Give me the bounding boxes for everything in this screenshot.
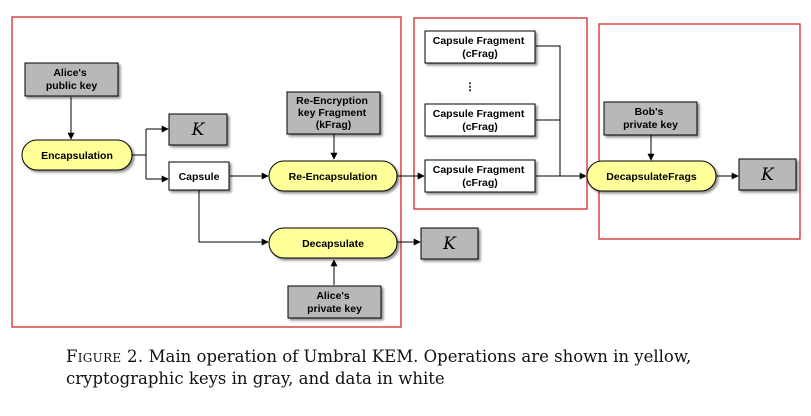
bob-private-key-node: Bob's private key (603, 101, 698, 136)
decapsulate-node: Decapsulate (268, 227, 398, 259)
alice-private-key-node: Alice's private key (287, 285, 382, 319)
edge-capsule-decap (198, 190, 269, 246)
capsule-fragment-label-3: Capsule Fragment (cFrag) (433, 164, 528, 189)
kfrag-label: Re-Encryption key Fragment (kFrag) (296, 95, 371, 131)
kfrag-node: Re-Encryption key Fragment (kFrag) (286, 91, 381, 135)
alice-private-key-label: Alice's private key (307, 290, 362, 315)
re-encapsulation-node: Re-Encapsulation (268, 160, 398, 192)
nodes: Alice's public key Encapsulation K Capsu… (21, 30, 797, 319)
encapsulation-node: Encapsulation (21, 139, 133, 171)
cfrag-region (413, 17, 588, 210)
decapsulate-frags-label: DecapsulateFrags (606, 171, 697, 183)
capsule-label: Capsule (179, 171, 220, 183)
key-k-label-1: K (191, 120, 206, 140)
decapsulate-frags-node: DecapsulateFrags (586, 160, 717, 192)
capsule-fragment-node-3: Capsule Fragment (cFrag) (424, 159, 536, 193)
alice-public-key-node: Alice's public key (24, 62, 119, 97)
edges (67, 45, 739, 285)
vertical-ellipsis-icon: ⋮ (465, 81, 476, 93)
capsule-fragment-node-1: Capsule Fragment (cFrag) (424, 30, 536, 64)
encapsulation-region (11, 16, 402, 328)
figure-caption: Figure 2. Main operation of Umbral KEM. … (66, 346, 786, 390)
key-k-label-3: K (760, 165, 775, 185)
key-k-node-3: K (738, 158, 797, 191)
key-k-node-1: K (168, 113, 228, 146)
capsule-fragment-label-2: Capsule Fragment (cFrag) (433, 108, 528, 133)
key-k-label-2: K (442, 234, 457, 254)
bob-private-key-label: Bob's private key (623, 106, 678, 131)
decapsulate-frags-region (598, 23, 801, 240)
figure-label: Figure 2. (66, 347, 144, 366)
encapsulation-label: Encapsulation (41, 150, 113, 162)
capsule-fragment-node-2: Capsule Fragment (cFrag) (424, 103, 536, 137)
figure-caption-text: Main operation of Umbral KEM. Operations… (66, 347, 692, 388)
alice-public-key-label: Alice's public key (46, 67, 98, 92)
re-encapsulation-label: Re-Encapsulation (289, 171, 378, 183)
capsule-node: Capsule (168, 161, 230, 191)
key-k-node-2: K (420, 227, 479, 260)
edge-cfrag1-merge (536, 45, 561, 176)
decapsulate-label: Decapsulate (302, 238, 364, 250)
capsule-fragment-label-1: Capsule Fragment (cFrag) (433, 35, 528, 60)
